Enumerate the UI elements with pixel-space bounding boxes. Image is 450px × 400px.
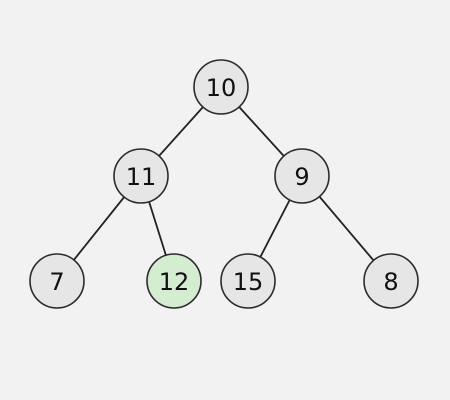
node-label-8: 8 [383, 268, 398, 296]
tree-node-12: 12 [146, 253, 202, 309]
tree-node-7: 7 [29, 253, 85, 309]
tree-node-11: 11 [113, 148, 169, 204]
node-circle-7 [29, 253, 85, 309]
node-label-15: 15 [233, 268, 264, 296]
tree-node-9: 9 [274, 148, 330, 204]
tree-node-8: 8 [363, 253, 419, 309]
node-label-12: 12 [159, 268, 190, 296]
node-label-7: 7 [49, 268, 64, 296]
node-label-11: 11 [126, 163, 157, 191]
node-label-9: 9 [294, 163, 309, 191]
tree-node-15: 15 [220, 253, 276, 309]
node-circle-15 [220, 253, 276, 309]
tree-node-10: 10 [193, 59, 249, 115]
node-circle-9 [274, 148, 330, 204]
node-circle-8 [363, 253, 419, 309]
node-circle-12 [146, 253, 202, 309]
node-circle-11 [113, 148, 169, 204]
tree-edges [56, 86, 392, 282]
tree-nodes: 10 11 9 7 12 15 8 [29, 59, 419, 309]
node-circle-10 [193, 59, 249, 115]
node-label-10: 10 [206, 74, 237, 102]
